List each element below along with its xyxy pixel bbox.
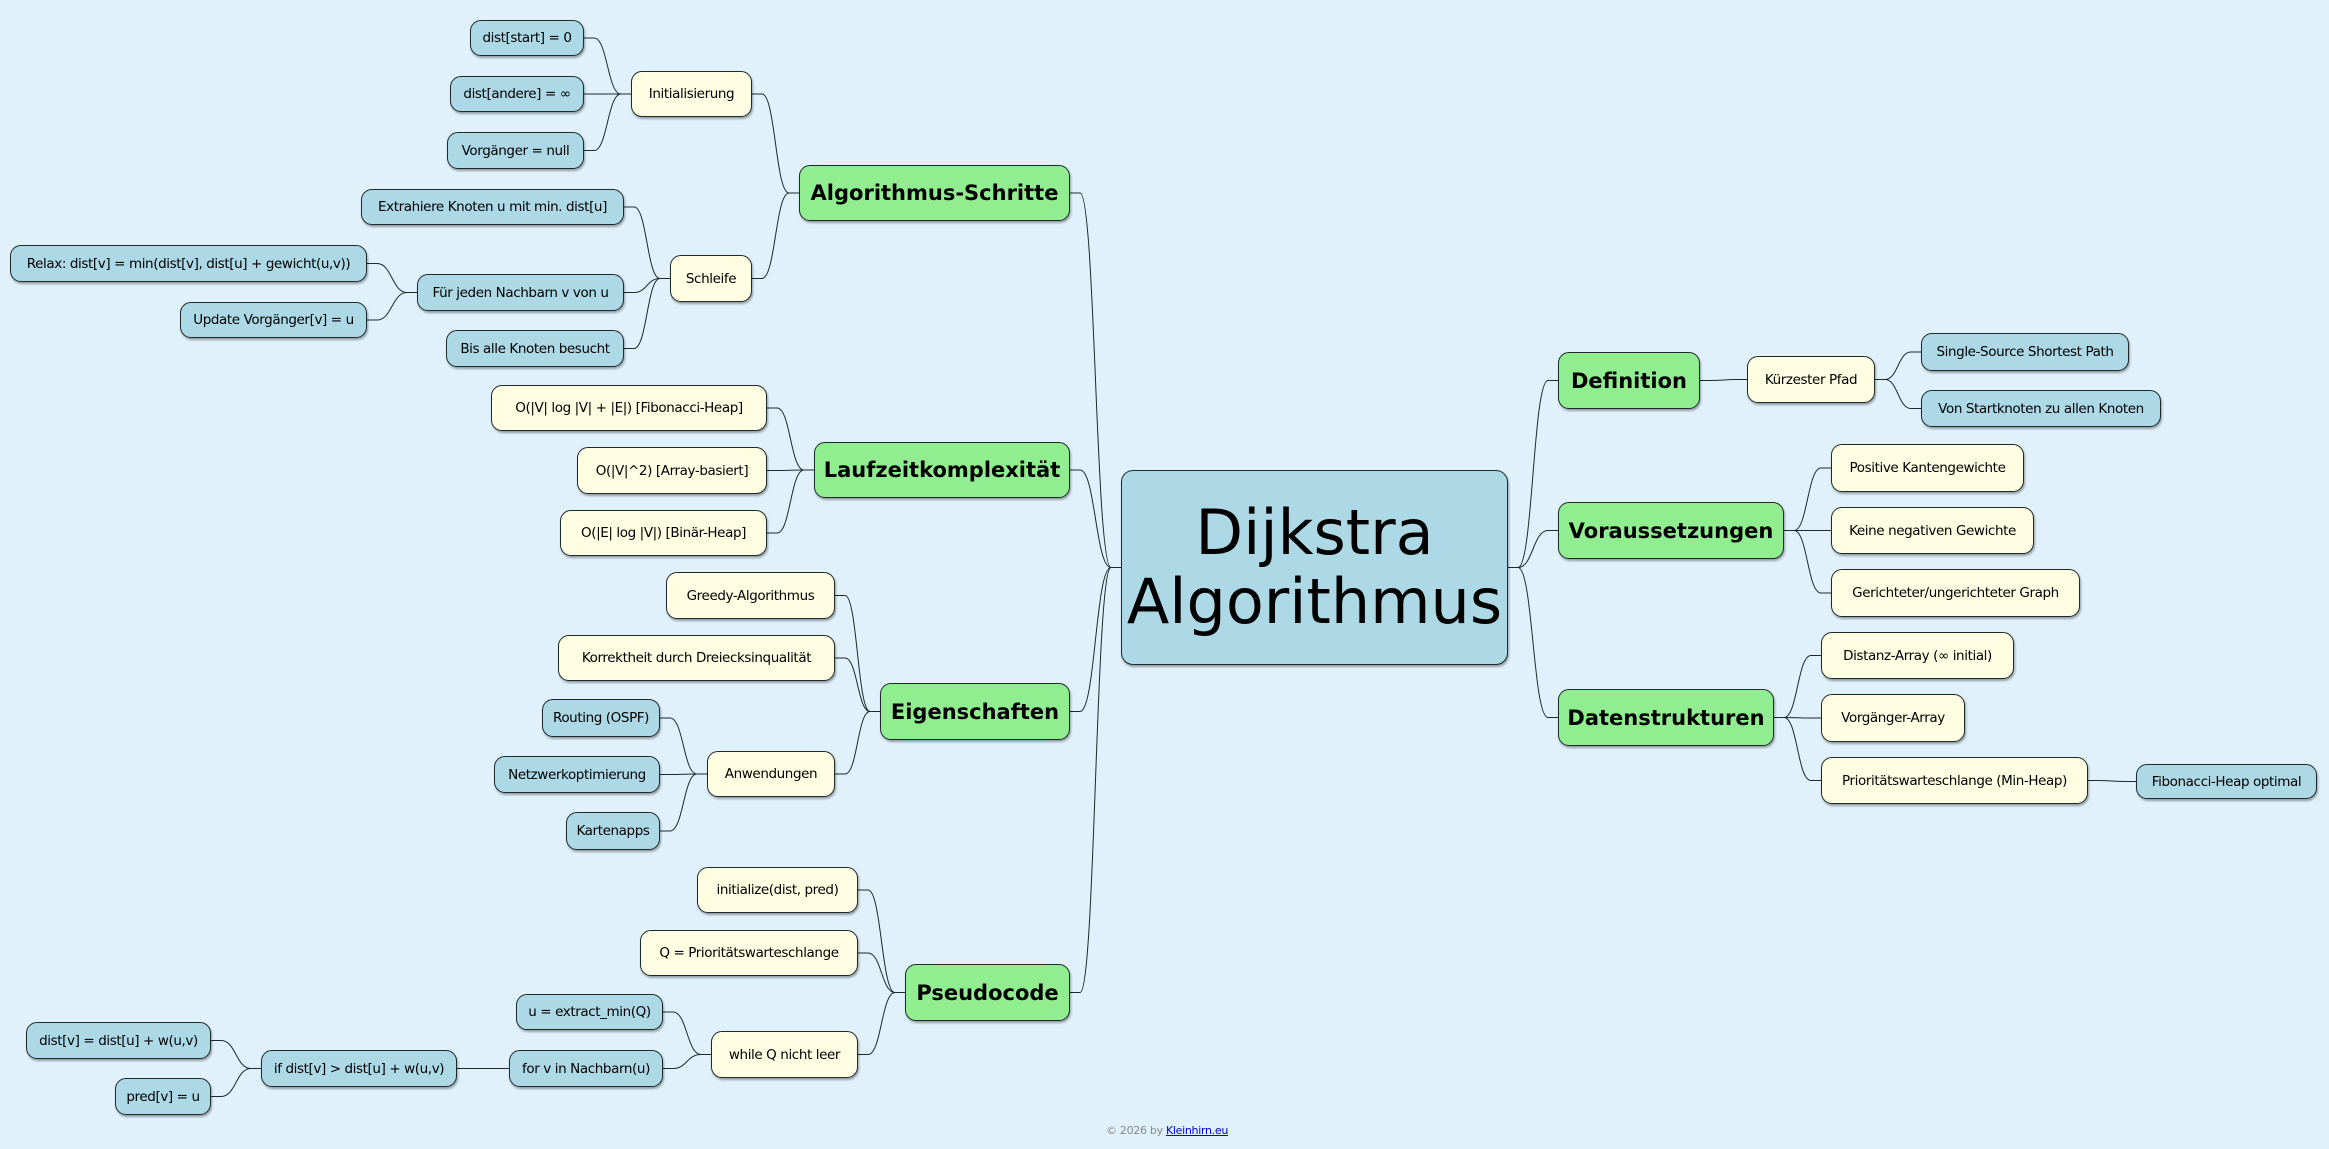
node-d3[interactable]: Prioritätswarteschlange (Min-Heap) <box>1821 757 2088 804</box>
node-s2a[interactable]: Relax: dist[v] = min(dist[v], dist[u] + … <box>10 245 367 282</box>
node-daten[interactable]: Datenstrukturen <box>1558 689 1774 746</box>
node-d3a[interactable]: Fibonacci-Heap optimal <box>2136 764 2317 799</box>
connector-schritte-init <box>752 93 799 194</box>
node-l3[interactable]: O(|E| log |V|) [Binär-Heap] <box>560 510 767 556</box>
connector-kp-kp2 <box>1875 379 1921 409</box>
node-v3[interactable]: Gerichteter/ungerichteter Graph <box>1831 569 2080 617</box>
node-i3[interactable]: Vorgänger = null <box>447 132 584 169</box>
node-a2[interactable]: Netzwerkoptimierung <box>494 756 660 793</box>
connector-init-i3 <box>584 93 631 151</box>
node-s2b[interactable]: Update Vorgänger[v] = u <box>180 302 367 338</box>
connector-root-daten <box>1508 567 1558 718</box>
root-line: Algorithmus <box>1126 564 1503 638</box>
node-w2a[interactable]: if dist[v] > dist[u] + w(u,v) <box>261 1050 457 1087</box>
node-w1[interactable]: u = extract_min(Q) <box>516 994 663 1030</box>
node-pseudo[interactable]: Pseudocode <box>905 964 1070 1021</box>
node-kp1[interactable]: Single-Source Shortest Path <box>1921 333 2129 371</box>
connector-laufzeit-l1 <box>767 407 814 471</box>
node-i1[interactable]: dist[start] = 0 <box>470 20 584 56</box>
connector-anw-a3 <box>660 773 707 832</box>
footer: © 2026 by Kleinhirn.eu <box>1106 1124 1228 1137</box>
connector-root-laufzeit <box>1070 469 1121 568</box>
connector-root-eigen <box>1070 567 1121 712</box>
connector-root-schritte <box>1070 192 1121 568</box>
node-s1[interactable]: Extrahiere Knoten u mit min. dist[u] <box>361 189 624 225</box>
connector-vor-v1 <box>1784 467 1831 531</box>
node-s3[interactable]: Bis alle Knoten besucht <box>446 330 624 367</box>
connector-schritte-schleife <box>752 192 799 279</box>
node-a1[interactable]: Routing (OSPF) <box>542 699 660 737</box>
connector-init-i1 <box>584 37 631 95</box>
node-w2a2[interactable]: pred[v] = u <box>115 1078 211 1115</box>
node-schritte[interactable]: Algorithmus-Schritte <box>799 165 1070 221</box>
node-eigen[interactable]: Eigenschaften <box>880 683 1070 740</box>
node-vor[interactable]: Voraussetzungen <box>1558 502 1784 559</box>
connector-pseudo-while <box>858 992 905 1055</box>
node-kp[interactable]: Kürzester Pfad <box>1747 356 1875 403</box>
node-d2[interactable]: Vorgänger-Array <box>1821 694 1965 742</box>
connector-root-vor <box>1508 530 1558 568</box>
node-laufzeit[interactable]: Laufzeitkomplexität <box>814 442 1070 498</box>
connector-w2a-w2a1 <box>211 1040 261 1069</box>
connector-pseudo-p1 <box>858 889 905 993</box>
root-line: Dijkstra <box>1195 496 1434 570</box>
node-d1[interactable]: Distanz-Array (∞ initial) <box>1821 632 2014 679</box>
connector-schleife-s1 <box>624 206 670 279</box>
node-e1[interactable]: Greedy-Algorithmus <box>666 572 835 619</box>
connector-daten-d1 <box>1774 655 1821 718</box>
connector-s2-s2a <box>367 263 417 293</box>
node-kp2[interactable]: Von Startknoten zu allen Knoten <box>1921 390 2161 427</box>
connector-kp-kp1 <box>1875 351 1921 380</box>
node-w2a1[interactable]: dist[v] = dist[u] + w(u,v) <box>26 1022 211 1059</box>
node-while[interactable]: while Q nicht leer <box>711 1031 858 1078</box>
node-s2[interactable]: Für jeden Nachbarn v von u <box>417 274 624 311</box>
connector-eigen-anw <box>835 711 880 775</box>
node-anw[interactable]: Anwendungen <box>707 751 835 797</box>
node-v2[interactable]: Keine negativen Gewichte <box>1831 507 2034 554</box>
node-w2[interactable]: for v in Nachbarn(u) <box>509 1050 663 1087</box>
connector-root-def <box>1508 380 1558 568</box>
connector-vor-v3 <box>1784 530 1831 594</box>
connector-s2-s2b <box>367 292 417 321</box>
node-i2[interactable]: dist[andere] = ∞ <box>450 76 584 112</box>
node-def[interactable]: Definition <box>1558 352 1700 409</box>
node-schleife[interactable]: Schleife <box>670 255 752 302</box>
connector-anw-a1 <box>660 717 707 775</box>
connector-pseudo-p2 <box>858 952 905 993</box>
connector-w2a-w2a2 <box>211 1068 261 1097</box>
connector-daten-d3 <box>1774 717 1821 781</box>
footer-copyright: © 2026 by <box>1106 1124 1166 1137</box>
connector-while-w2 <box>663 1054 711 1069</box>
connector-eigen-e1 <box>835 595 880 712</box>
connector-def-kp <box>1700 379 1747 381</box>
connector-root-pseudo <box>1070 567 1121 993</box>
node-p2[interactable]: Q = Prioritätswarteschlange <box>640 930 858 976</box>
node-l1[interactable]: O(|V| log |V| + |E|) [Fibonacci-Heap] <box>491 385 767 431</box>
connector-while-w1 <box>663 1011 711 1055</box>
node-l2[interactable]: O(|V|^2) [Array-basiert] <box>577 447 767 494</box>
connector-d3-d3a <box>2088 780 2136 782</box>
node-p1[interactable]: initialize(dist, pred) <box>697 867 858 913</box>
node-a3[interactable]: Kartenapps <box>566 812 660 850</box>
node-init[interactable]: Initialisierung <box>631 71 752 117</box>
footer-link[interactable]: Kleinhirn.eu <box>1165 1124 1229 1137</box>
node-e2[interactable]: Korrektheit durch Dreiecksinqualität <box>558 635 835 681</box>
connector-laufzeit-l3 <box>767 469 814 534</box>
connector-schleife-s2 <box>624 278 670 293</box>
connector-schleife-s3 <box>624 278 670 349</box>
connector-eigen-e2 <box>835 657 880 712</box>
node-v1[interactable]: Positive Kantengewichte <box>1831 444 2024 492</box>
